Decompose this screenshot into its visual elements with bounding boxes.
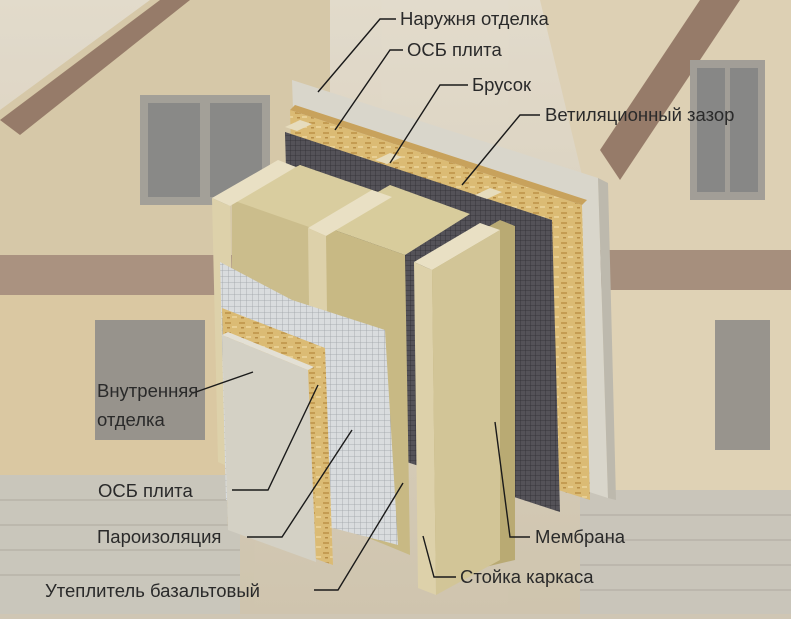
- inner-finish-panel: [222, 332, 316, 562]
- label-osb-outer: ОСБ плита: [407, 39, 502, 60]
- leader-lines: [192, 18, 540, 591]
- label-inner-finish-line2: отделка: [97, 409, 165, 430]
- label-batten: Брусок: [472, 74, 532, 95]
- label-insulation: Утеплитель базальтовый: [45, 580, 260, 601]
- label-inner-finish-line1: Внутренняя: [97, 380, 199, 401]
- label-osb-inner: ОСБ плита: [98, 480, 193, 501]
- label-outer-finish: Наружня отделка: [400, 8, 549, 29]
- label-frame-post: Стойка каркаса: [460, 566, 594, 587]
- label-membrane: Мембрана: [535, 526, 626, 547]
- label-vent-gap: Ветиляционный зазор: [545, 104, 735, 125]
- frame-posts: [212, 160, 500, 595]
- label-vapor-barrier: Пароизоляция: [97, 526, 222, 547]
